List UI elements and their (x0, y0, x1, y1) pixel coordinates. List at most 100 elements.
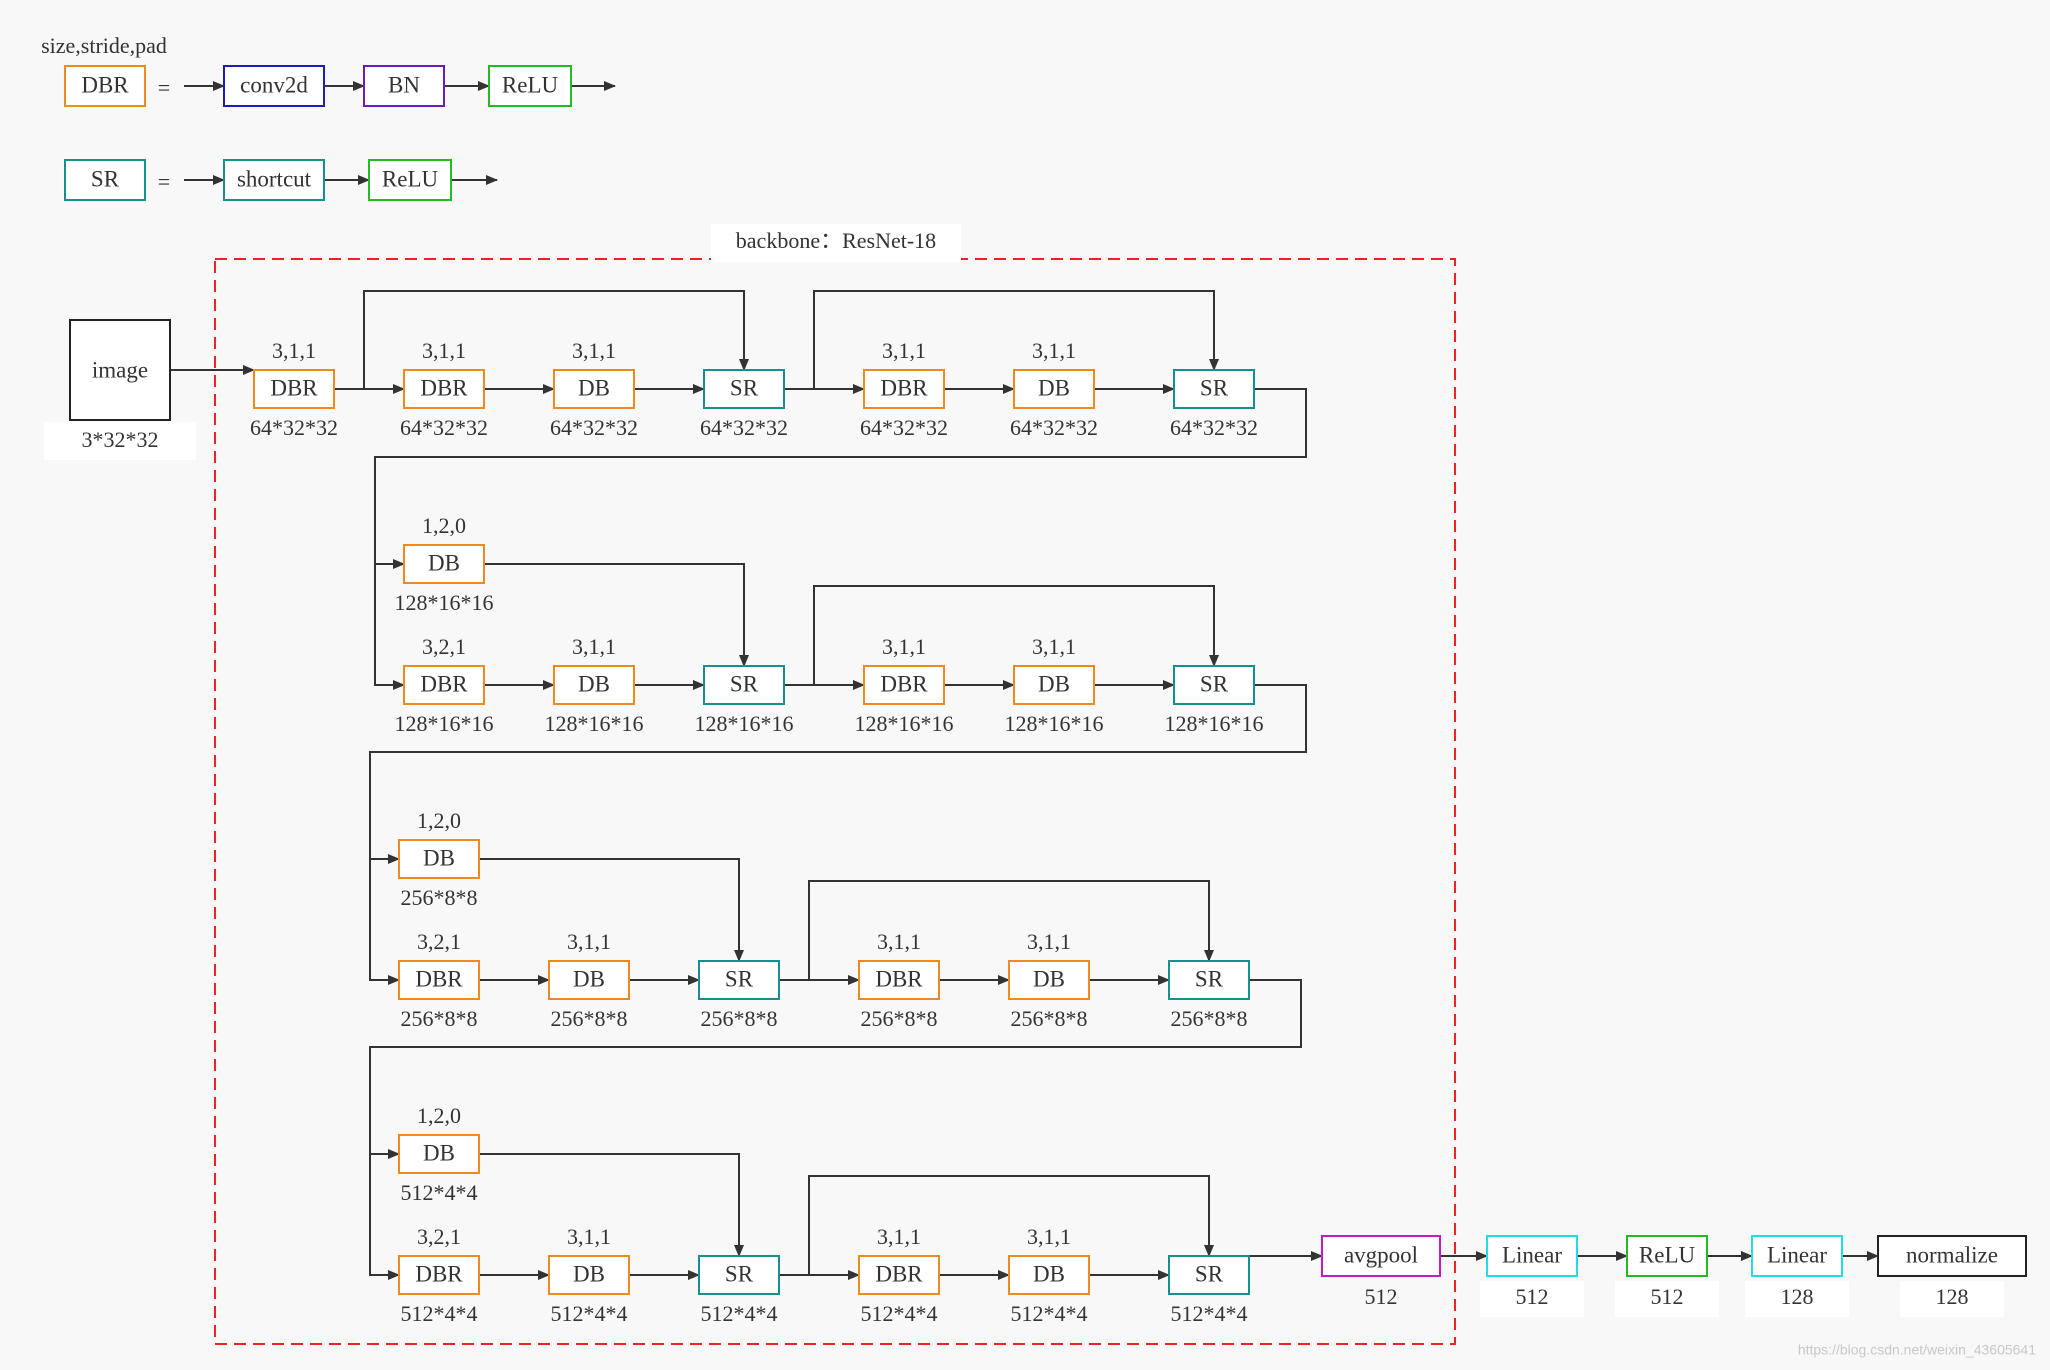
stage1-downsample-db-box (403, 544, 485, 584)
legend-sr-box (64, 159, 146, 201)
stage2-block-4-params: 3,1,1 (1027, 929, 1071, 954)
stage3-block-1-db-box (548, 1255, 630, 1295)
legend-conv2d-label: conv2d (240, 72, 308, 97)
stage2-downsample-db-box (398, 839, 480, 879)
stage3-block-1-db-label: DB (573, 1261, 605, 1286)
head-1-dims: 512 (1516, 1284, 1549, 1309)
stage0-block-3-sr-label: SR (730, 375, 759, 400)
stage3-block-2-sr-box (698, 1255, 780, 1295)
stage2-block-3-params: 3,1,1 (877, 929, 921, 954)
stage2-downsample-dims: 256*8*8 (401, 885, 478, 910)
stage1-block-3-dims: 128*16*16 (855, 711, 954, 736)
head-2-dims: 512 (1651, 1284, 1684, 1309)
stage2-block-1-db-label: DB (573, 966, 605, 991)
head-3-dims: 128 (1781, 1284, 1814, 1309)
stage1-block-2-dims: 128*16*16 (695, 711, 794, 736)
stage1-block-5-dims: 128*16*16 (1165, 711, 1264, 736)
stage1-block-5-sr-label: SR (1200, 671, 1229, 696)
head-1-dims-bg (1480, 1281, 1584, 1317)
stage2-block-3-dbr-label: DBR (875, 966, 923, 991)
stage0-block-1-dims: 64*32*32 (400, 415, 488, 440)
head-normalize-4-label: normalize (1906, 1242, 1998, 1267)
stage2-block-5-dims: 256*8*8 (1171, 1006, 1248, 1031)
stage0-block-5-dims: 64*32*32 (1010, 415, 1098, 440)
stage1-block-0-params: 3,2,1 (422, 634, 466, 659)
backbone-title: backbone：ResNet-18 (736, 228, 936, 253)
stage1-block-1-db-box (553, 665, 635, 705)
stage0-block-6-sr-box (1173, 369, 1255, 409)
stage3-block-3-dbr-box (858, 1255, 940, 1295)
stage3-block-0-dims: 512*4*4 (401, 1301, 478, 1326)
stage0-block-4-params: 3,1,1 (882, 338, 926, 363)
stage2-block-2-sr-label: SR (725, 966, 754, 991)
stage0-block-5-db-box (1013, 369, 1095, 409)
stage0-block-5-params: 3,1,1 (1032, 338, 1076, 363)
stage2-block-4-db-box (1008, 960, 1090, 1000)
stage3-downsample-dims: 512*4*4 (401, 1180, 478, 1205)
stage1-block-3-dbr-label: DBR (880, 671, 928, 696)
stage2-block-4-dims: 256*8*8 (1011, 1006, 1088, 1031)
stage0-block-6-dims: 64*32*32 (1170, 415, 1258, 440)
stage0-block-6-sr-label: SR (1200, 375, 1229, 400)
stage2-block-1-dims: 256*8*8 (551, 1006, 628, 1031)
legend-sr-relu-label: ReLU (382, 166, 439, 191)
backbone-title-bg (711, 224, 961, 262)
legend-dbr-box (64, 65, 146, 107)
stage1-shortcut (813, 585, 1219, 685)
stage3-block-5-sr-label: SR (1195, 1261, 1224, 1286)
stage1-block-3-params: 3,1,1 (882, 634, 926, 659)
stage2-block-4-db-label: DB (1033, 966, 1065, 991)
stage1-downsample-db-label: DB (428, 550, 460, 575)
legend-bn-label: BN (388, 72, 420, 97)
stage2-block-2-sr-box (698, 960, 780, 1000)
head-normalize-4-box (1877, 1235, 2027, 1277)
head-linear-1-box (1486, 1235, 1578, 1277)
stage2-block-0-dbr-label: DBR (415, 966, 463, 991)
head-avgpool-0-box (1321, 1235, 1441, 1277)
input-image-box (69, 319, 171, 421)
head-avgpool-0-label: avgpool (1344, 1242, 1418, 1267)
legend-shortcut-label: shortcut (237, 166, 312, 191)
stage3-downsample-db-box (398, 1134, 480, 1174)
stage2-block-2-dims: 256*8*8 (701, 1006, 778, 1031)
stage1-block-0-dims: 128*16*16 (395, 711, 494, 736)
stage0-block-2-params: 3,1,1 (572, 338, 616, 363)
stage2-block-3-dims: 256*8*8 (861, 1006, 938, 1031)
legend-shortcut-box (223, 159, 325, 201)
head-linear-3-label: Linear (1767, 1242, 1827, 1267)
stage3-block-5-sr-box (1168, 1255, 1250, 1295)
stage3-downsample-to-sr (479, 1153, 744, 1257)
stage0-block-4-dbr-label: DBR (880, 375, 928, 400)
head-relu-2-label: ReLU (1639, 1242, 1696, 1267)
stage1-block-1-params: 3,1,1 (572, 634, 616, 659)
head-relu-2-box (1626, 1235, 1708, 1277)
legend-header: size,stride,pad (41, 33, 167, 58)
watermark-text: https://blog.csdn.net/weixin_43605641 (1798, 1342, 2036, 1358)
legend-sr-relu-box (368, 159, 452, 201)
stage2-block-0-dbr-box (398, 960, 480, 1000)
stage1-block-2-sr-label: SR (730, 671, 759, 696)
stage1-block-2-sr-box (703, 665, 785, 705)
stage2-downsample-db-label: DB (423, 845, 455, 870)
stage2-block-1-db-box (548, 960, 630, 1000)
head-0-dims: 512 (1365, 1284, 1398, 1309)
legend-relu-label: ReLU (502, 72, 559, 97)
stage0-block-0-dbr-label: DBR (270, 375, 318, 400)
stage3-block-3-dbr-label: DBR (875, 1261, 923, 1286)
stage3-downsample-params: 1,2,0 (417, 1103, 461, 1128)
legend-sr-label: SR (91, 166, 120, 191)
stage1-wrap-to-row1 (369, 684, 1307, 985)
stage1-downsample-dims: 128*16*16 (395, 590, 494, 615)
stage0-block-2-dims: 64*32*32 (550, 415, 638, 440)
stage3-block-3-params: 3,1,1 (877, 1224, 921, 1249)
stage0-block-4-dbr-box (863, 369, 945, 409)
head-2-dims-bg (1615, 1281, 1719, 1317)
legend-dbr-label: DBR (81, 72, 129, 97)
stage0-block-3-dims: 64*32*32 (700, 415, 788, 440)
stage2-block-3-dbr-box (858, 960, 940, 1000)
head-linear-1-label: Linear (1502, 1242, 1562, 1267)
legend-sr-equals: = (158, 169, 170, 194)
stage1-block-1-dims: 128*16*16 (545, 711, 644, 736)
